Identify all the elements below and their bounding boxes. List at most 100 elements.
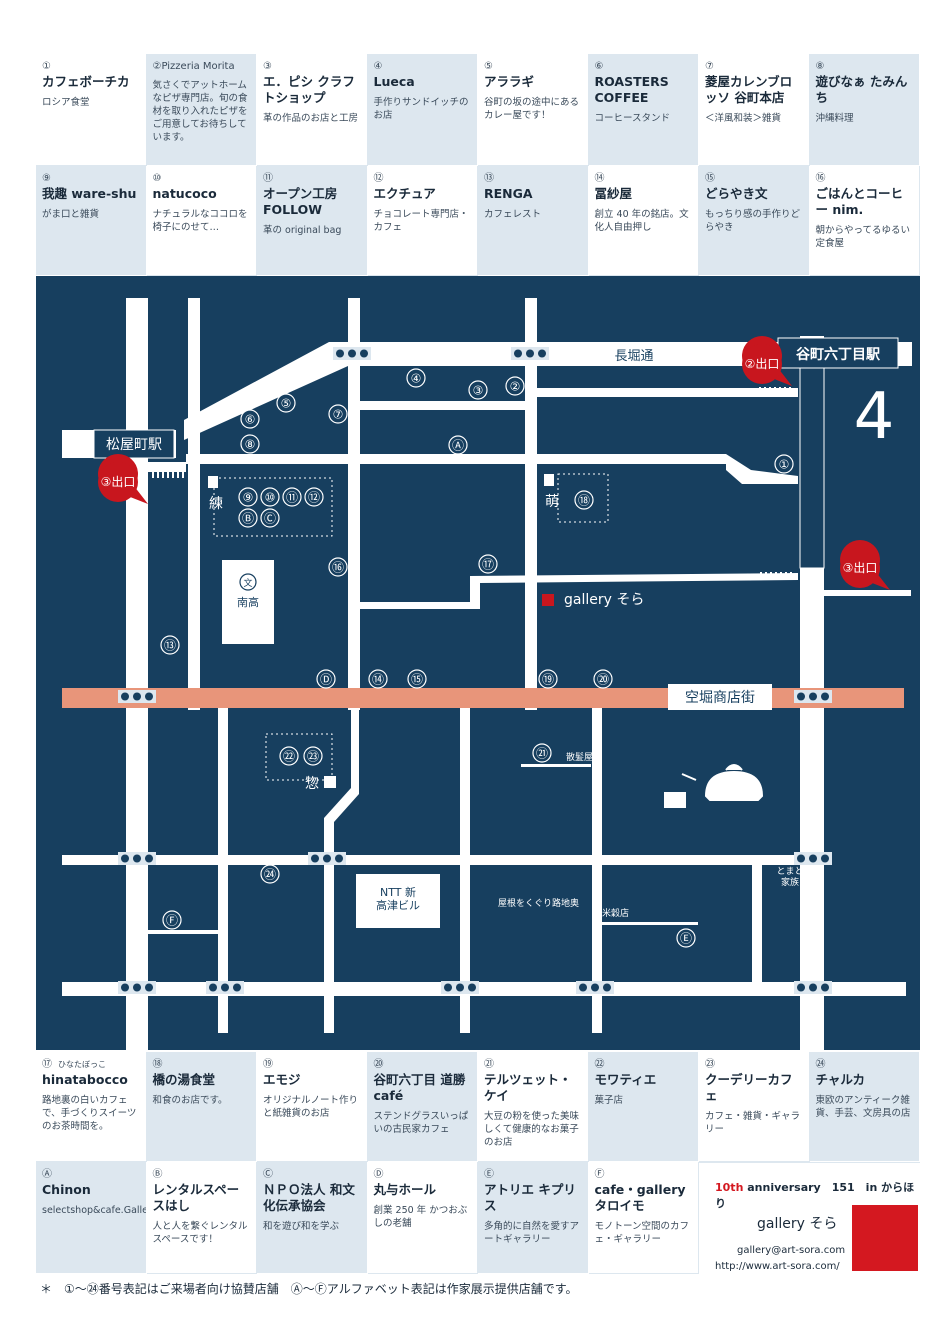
ntt-building: [356, 874, 440, 928]
stairs: [162, 472, 164, 478]
stairs: [774, 387, 776, 393]
map-marker-label: Ⓒ: [264, 512, 276, 526]
gallery-sora-square: [542, 594, 554, 606]
shop-number: Ⓕ: [594, 1169, 605, 1180]
moe-group-box: [557, 473, 609, 523]
signal-light: [809, 854, 817, 863]
tanimachi-subway-line: [799, 367, 825, 569]
shop-name: オープン工房 FOLLOW: [263, 186, 338, 217]
signal-light: [456, 983, 464, 992]
signal-light: [336, 349, 344, 358]
signal-light: [514, 349, 522, 358]
map-marker-label: Ⓔ: [680, 932, 692, 946]
tanimachi-suji-label: 谷: [805, 905, 818, 920]
map-marker-label: ⑦: [333, 408, 344, 422]
signal-light: [821, 983, 829, 992]
signal-light: [311, 854, 319, 863]
map-marker: [407, 669, 427, 689]
gallery-url[interactable]: http://www.art-sora.com/: [715, 1261, 840, 1272]
map-marker: [532, 743, 552, 763]
map-marker-label: ㉑: [536, 747, 548, 761]
stairs: [789, 387, 791, 393]
map-marker-label: ⑰: [482, 558, 494, 572]
shop-number: Ⓐ: [42, 1169, 52, 1180]
stairs: [775, 572, 777, 578]
gallery-logo: [852, 1205, 918, 1271]
map-marker-label: ⑨: [243, 491, 254, 505]
shop-number: ⑳: [373, 1059, 384, 1070]
shop-description: 沖縄料理: [815, 113, 854, 124]
signal-light: [121, 692, 129, 701]
signal-light: [145, 983, 153, 992]
map-marker: [478, 554, 498, 574]
map-marker-label: ⑥: [245, 413, 256, 427]
stairs: [152, 472, 154, 478]
map-marker: [538, 669, 558, 689]
shop-number: ⑪: [263, 173, 273, 184]
shop-number: ⑧: [815, 61, 825, 72]
shop-number: ⑩: [152, 173, 162, 184]
map-marker: [774, 454, 794, 474]
exit3-right-pin-label: ③出口: [843, 561, 878, 575]
map-marker-label: ①: [779, 458, 790, 472]
shop-description: チョコレート専門店・カフェ: [373, 209, 469, 233]
tomato-label: とまと: [776, 866, 803, 877]
north-indicator: 4: [854, 380, 895, 454]
signal-light: [145, 854, 153, 863]
shop-name: ROASTERS COFFEE: [594, 74, 669, 105]
shop-number: ㉒: [594, 1059, 605, 1070]
map-marker-label: ⑳: [597, 673, 609, 687]
shop-description: 革の作品のお店と工房: [263, 113, 359, 124]
shop-name: カフェボーチカ: [42, 74, 130, 89]
shop-number: ⑭: [594, 173, 605, 184]
shop-description: 朝からやってるゆるい定食屋: [815, 225, 911, 249]
map-marker-label: ㉓: [307, 750, 319, 764]
nanko-label: 南高: [237, 595, 259, 609]
sou-group-box: [265, 733, 333, 781]
map-marker: [162, 910, 182, 930]
stairs: [764, 387, 766, 393]
map-marker: [240, 434, 260, 454]
shop-number: ⑱: [152, 1059, 163, 1070]
shop-description: 谷町の坂の途中にあるカレー屋です！: [484, 97, 580, 121]
shop-name: どらやき文: [705, 186, 768, 201]
shop-name: Chinon: [42, 1182, 91, 1197]
map-marker-label: ②: [510, 380, 521, 394]
shop-number: ⑮: [705, 173, 715, 184]
matsuyamachi-station-label-bg: [93, 429, 175, 459]
shop-name: cafe・gallery タロイモ: [594, 1182, 686, 1213]
tanimachi-suji-label: 町: [805, 921, 818, 936]
map-marker-label: ⑫: [308, 491, 320, 505]
gallery-email[interactable]: gallery@art-sora.com: [737, 1245, 846, 1256]
stairs: [780, 572, 782, 578]
map-marker: [240, 409, 260, 429]
shop-description: オリジナルノート作りと紙雑貨のお店: [263, 1095, 359, 1119]
signal-light: [468, 983, 476, 992]
map-marker-label: Ⓕ: [166, 914, 178, 928]
signal-light: [121, 854, 129, 863]
map-marker: [328, 557, 348, 577]
signal-light: [797, 854, 805, 863]
map-marker: [238, 487, 258, 507]
stairs: [770, 572, 772, 578]
stairs: [765, 572, 767, 578]
ren-label: 練: [209, 496, 223, 512]
map-marker-label: ⑮: [411, 673, 423, 687]
shop-description: カフェ・雑貨・ギャラリー: [705, 1111, 801, 1135]
shop-description: 創業 250 年 かつおぶしの老舗: [373, 1205, 468, 1229]
shopping-street-band: [62, 688, 904, 708]
matsuyamachi-suji-label: 松: [131, 901, 144, 916]
shop-number: ⑥: [594, 61, 604, 72]
